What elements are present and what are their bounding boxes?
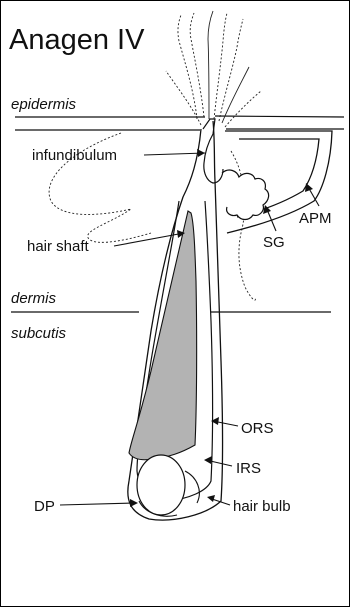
label-irs: IRS — [236, 460, 261, 477]
arrowhead-irs — [204, 456, 212, 464]
label-hair-shaft: hair shaft — [27, 238, 90, 255]
hair-shaft-shape — [129, 211, 197, 460]
layer-label-subcutis: subcutis — [11, 325, 67, 342]
label-ors: ORS — [241, 420, 274, 437]
label-hair-bulb: hair bulb — [233, 498, 291, 515]
dermal-papilla — [137, 455, 185, 515]
layer-label-dermis: dermis — [11, 290, 57, 307]
sebaceous-gland — [222, 170, 269, 219]
label-infundibulum: infundibulum — [32, 147, 117, 164]
diagram-title: Anagen IV — [9, 24, 145, 56]
leader-dp — [60, 503, 136, 505]
arrowhead-infundibulum — [197, 149, 205, 157]
leader-infundibulum — [144, 153, 205, 155]
label-apm: APM — [299, 210, 332, 227]
arrowhead-apm — [305, 183, 313, 192]
arrowhead-dp — [130, 499, 138, 507]
label-dp: DP — [34, 498, 55, 515]
leader-hair-shaft — [114, 233, 184, 246]
label-sg: SG — [263, 234, 285, 251]
layer-label-epidermis: epidermis — [11, 96, 77, 113]
emerging-hairs — [166, 11, 261, 127]
arrowhead-hair-bulb — [207, 495, 215, 502]
